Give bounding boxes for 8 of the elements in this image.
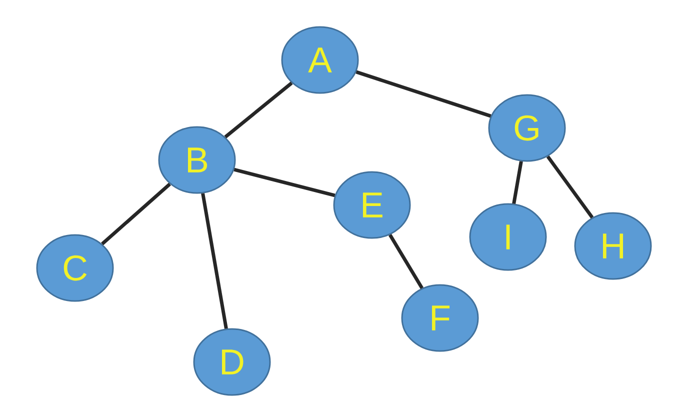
connector-line xyxy=(512,161,523,204)
connector-line xyxy=(224,82,293,138)
connector-line xyxy=(201,193,228,329)
connector-line xyxy=(546,155,594,219)
connector-line xyxy=(388,234,424,290)
connector-line xyxy=(356,70,492,118)
connector-line xyxy=(234,168,336,198)
connector-line xyxy=(101,182,171,246)
